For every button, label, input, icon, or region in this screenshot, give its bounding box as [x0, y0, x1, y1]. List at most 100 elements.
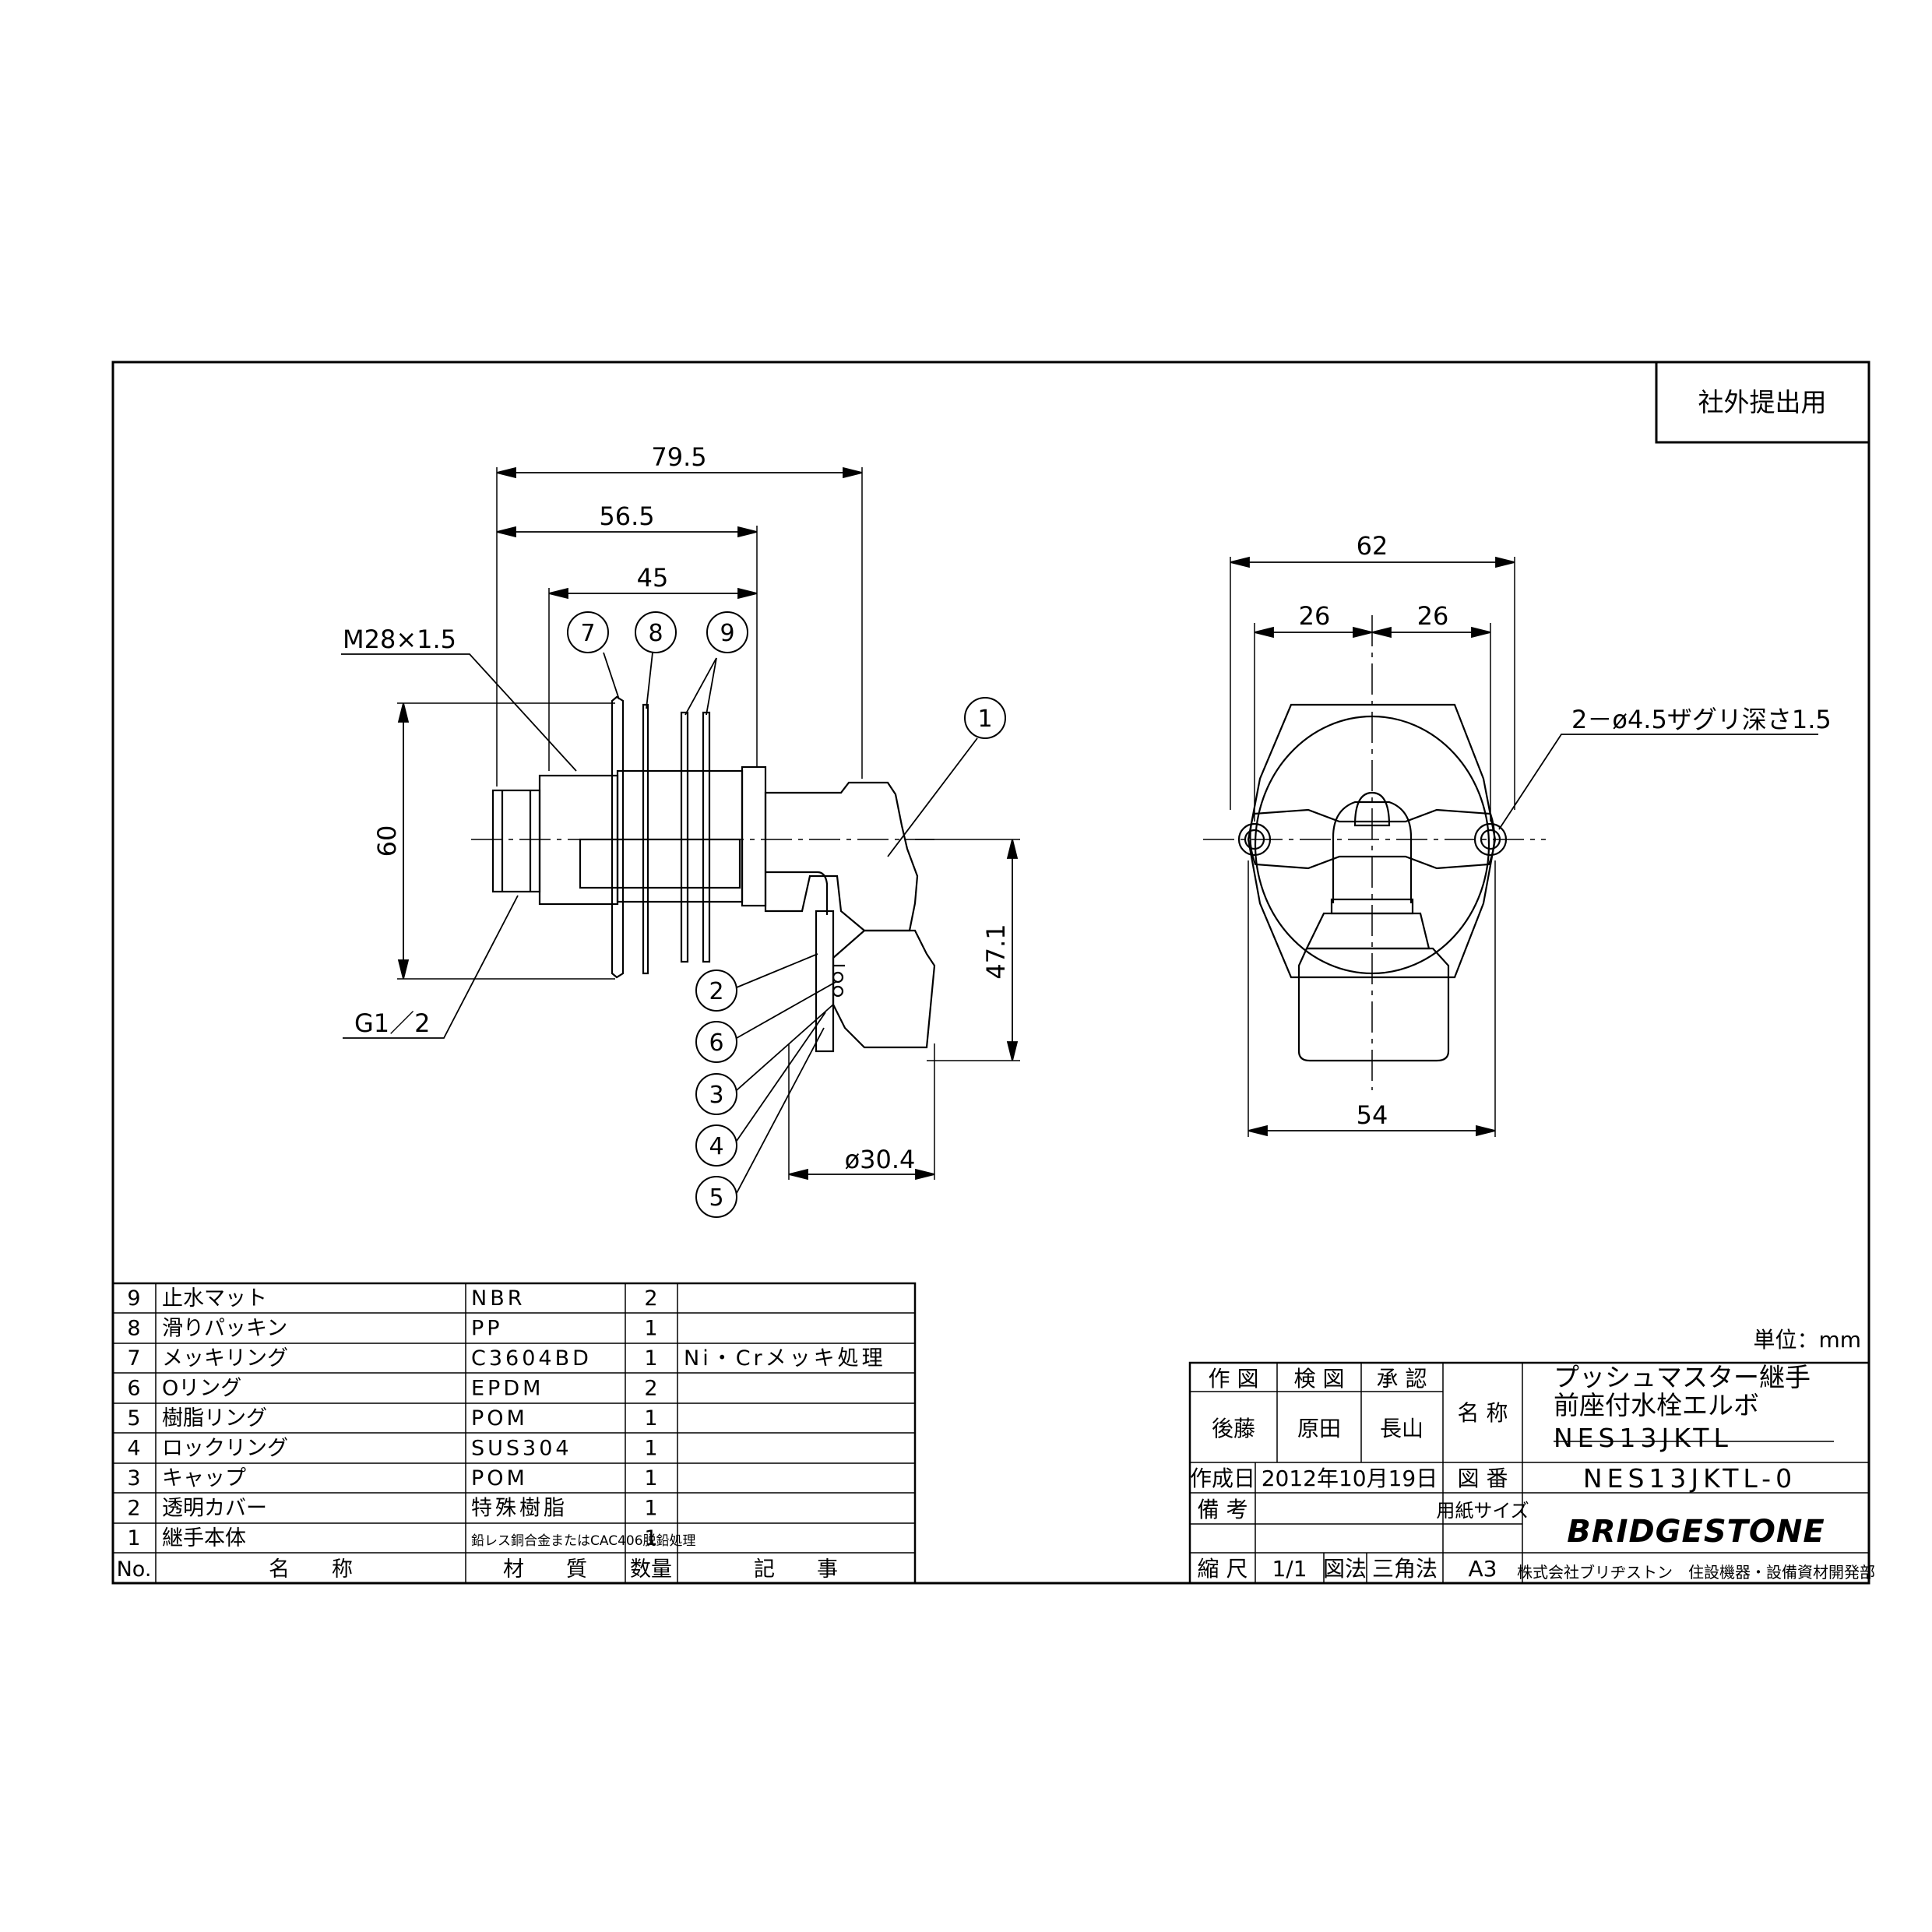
- svg-text:1: 1: [977, 706, 992, 733]
- balloon-2: 2: [695, 970, 737, 1012]
- dim-26-right: 26: [1417, 601, 1449, 631]
- parts-row-5-no: 5: [127, 1406, 140, 1431]
- parts-row-4-material: EPDM: [471, 1377, 544, 1401]
- header-material: 材 質: [503, 1557, 587, 1582]
- date-label: 作成日: [1190, 1466, 1255, 1491]
- title-line-1: プッシュマスター継手: [1554, 1362, 1811, 1392]
- parts-row-3-qty: 1: [644, 1346, 657, 1371]
- rubber-mat-b: [702, 711, 711, 963]
- dim-dia-30-4: ø30.4: [845, 1145, 916, 1174]
- parts-row-8-material: 特殊樹脂: [471, 1497, 568, 1521]
- projection-label: 図法: [1323, 1556, 1367, 1582]
- svg-text:9: 9: [720, 620, 734, 647]
- threaded-tail: [491, 789, 541, 893]
- stamp-box: 社外提出用: [1655, 362, 1869, 444]
- balloon-6: 6: [695, 1021, 737, 1063]
- dim-mount-holes: 2－ø4.5ザグリ深さ1.5: [1571, 705, 1832, 734]
- svg-text:7: 7: [580, 620, 595, 647]
- parts-row-7-qty: 1: [644, 1466, 657, 1490]
- transparent-cover: [815, 910, 835, 1053]
- approved-by: 長山: [1380, 1416, 1423, 1441]
- scale-label: 縮 尺: [1198, 1556, 1248, 1582]
- thread-g12-label: G1／2: [354, 1008, 431, 1038]
- projection-value: 三角法: [1372, 1556, 1438, 1582]
- front-view: [1203, 557, 1546, 1137]
- title-line-2: 前座付水栓エルボ: [1554, 1390, 1759, 1420]
- parts-row-6-material: SUS304: [471, 1437, 572, 1461]
- checked-label: 検 図: [1294, 1366, 1345, 1392]
- dim-47-1: 47.1: [981, 924, 1011, 979]
- paper-size-label: 用紙サイズ: [1436, 1500, 1529, 1522]
- mount-hole-right: [1480, 829, 1501, 850]
- drawn-label: 作 図: [1209, 1366, 1259, 1392]
- balloon-7: 7: [567, 611, 609, 653]
- sheet-frame: [111, 361, 1870, 1585]
- parts-row-8-no: 2: [127, 1497, 140, 1521]
- elbow-body: [764, 781, 919, 932]
- flange-face: [1254, 715, 1490, 975]
- o-ring-a: [832, 971, 844, 984]
- parts-row-4-qty: 2: [644, 1377, 657, 1401]
- dim-45: 45: [637, 563, 669, 593]
- parts-row-2-material: PP: [471, 1317, 503, 1341]
- company-name: 株式会社ブリヂストン 住設機器・設備資材開発部: [1517, 1563, 1875, 1582]
- coupling-sleeve: [832, 929, 936, 1049]
- drawing-no-label: 図 番: [1458, 1466, 1508, 1491]
- parts-row-6-name: ロックリング: [162, 1437, 288, 1461]
- title-line-3: NES13JKTL: [1554, 1423, 1733, 1453]
- parts-row-1-no: 9: [127, 1286, 140, 1311]
- parts-row-6-qty: 1: [644, 1437, 657, 1461]
- parts-row-8-qty: 1: [644, 1497, 657, 1521]
- parts-row-2-name: 滑りパッキン: [162, 1317, 287, 1341]
- svg-text:4: 4: [709, 1133, 723, 1160]
- svg-text:8: 8: [648, 620, 663, 647]
- parts-row-1-qty: 2: [644, 1286, 657, 1311]
- dim-79-5: 79.5: [651, 442, 706, 472]
- header-no: No.: [117, 1557, 152, 1582]
- name-label: 名 称: [1458, 1400, 1508, 1426]
- mount-hole-left: [1244, 829, 1265, 850]
- thread-leaders: [341, 653, 577, 1039]
- parts-row-3-name: メッキリング: [162, 1346, 288, 1371]
- dim-62: 62: [1357, 531, 1388, 561]
- parts-row-7-name: キャップ: [162, 1466, 246, 1490]
- coupling-collar: [1305, 912, 1431, 950]
- approved-label: 承 認: [1377, 1366, 1427, 1392]
- side-view: [397, 467, 1020, 1180]
- holes-leader: [1498, 734, 1818, 830]
- svg-text:6: 6: [709, 1029, 723, 1057]
- hex-flange: [1247, 703, 1497, 979]
- svg-text:5: 5: [709, 1184, 723, 1212]
- svg-text:2: 2: [709, 978, 723, 1005]
- drawing-no: NES13JKTL-0: [1583, 1463, 1797, 1494]
- dim-26-left: 26: [1299, 601, 1331, 631]
- parts-row-9-no: 1: [127, 1526, 140, 1550]
- parts-row-7-no: 3: [127, 1466, 140, 1490]
- plated-ring: [611, 695, 625, 979]
- unit-label: 単位：mm: [1753, 1327, 1861, 1353]
- parts-row-2-qty: 1: [644, 1317, 657, 1341]
- front-view-dimensions: [1230, 556, 1515, 1137]
- parts-table-header: No. 名 称 材 質 数量 記 事: [117, 1557, 838, 1582]
- parts-row-9-qty: 1: [644, 1526, 657, 1550]
- balloon-3: 3: [695, 1073, 737, 1115]
- thread-m28-label: M28×1.5: [343, 625, 456, 654]
- sliding-packing: [642, 703, 649, 975]
- mount-hole-right-outer: [1473, 822, 1508, 857]
- drawn-by: 後藤: [1212, 1416, 1255, 1441]
- header-name: 名 称: [269, 1557, 353, 1582]
- parts-row-3-material: C3604BD: [471, 1346, 592, 1371]
- bore: [579, 838, 741, 889]
- balloon-4: 4: [695, 1124, 737, 1167]
- dim-60: 60: [372, 825, 402, 857]
- paper-size-value: A3: [1469, 1556, 1497, 1582]
- parts-row-4-name: Oリング: [162, 1377, 241, 1401]
- parts-row-5-name: 樹脂リング: [162, 1406, 267, 1431]
- balloon-5: 5: [695, 1176, 737, 1218]
- elbow-neck: [1332, 801, 1413, 903]
- dim-54: 54: [1357, 1100, 1388, 1130]
- balloon-9: 9: [706, 611, 748, 653]
- remarks-label: 備 考: [1198, 1497, 1248, 1522]
